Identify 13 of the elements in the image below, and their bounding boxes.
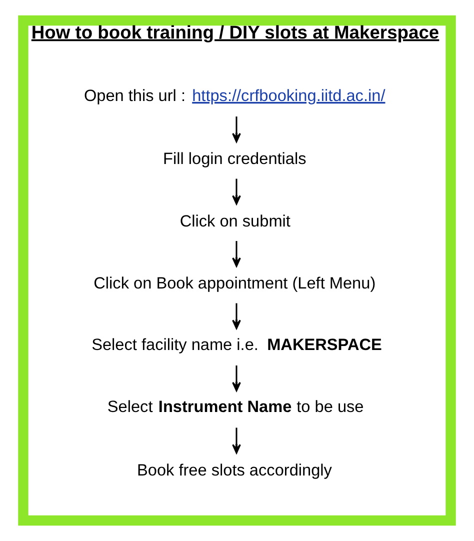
node-text: Click on submit <box>180 212 290 230</box>
arrow <box>232 116 241 142</box>
node-text: Click on Book appointment (Left Menu) <box>94 274 376 293</box>
arrow <box>232 303 241 330</box>
arrow <box>232 240 241 267</box>
arrow <box>232 365 241 392</box>
node-text: Select facility name i.e. MAKERSPACE <box>92 336 382 354</box>
arrow <box>232 178 241 205</box>
node-text: Open this url : https://crfbooking.iitd.ac.in/ <box>84 86 386 105</box>
node-text: Fill login credentials <box>163 150 306 168</box>
node-text: Select Instrument Name to be use <box>107 398 364 416</box>
arrow <box>232 428 241 454</box>
node-text: Book free slots accordingly <box>137 461 332 480</box>
